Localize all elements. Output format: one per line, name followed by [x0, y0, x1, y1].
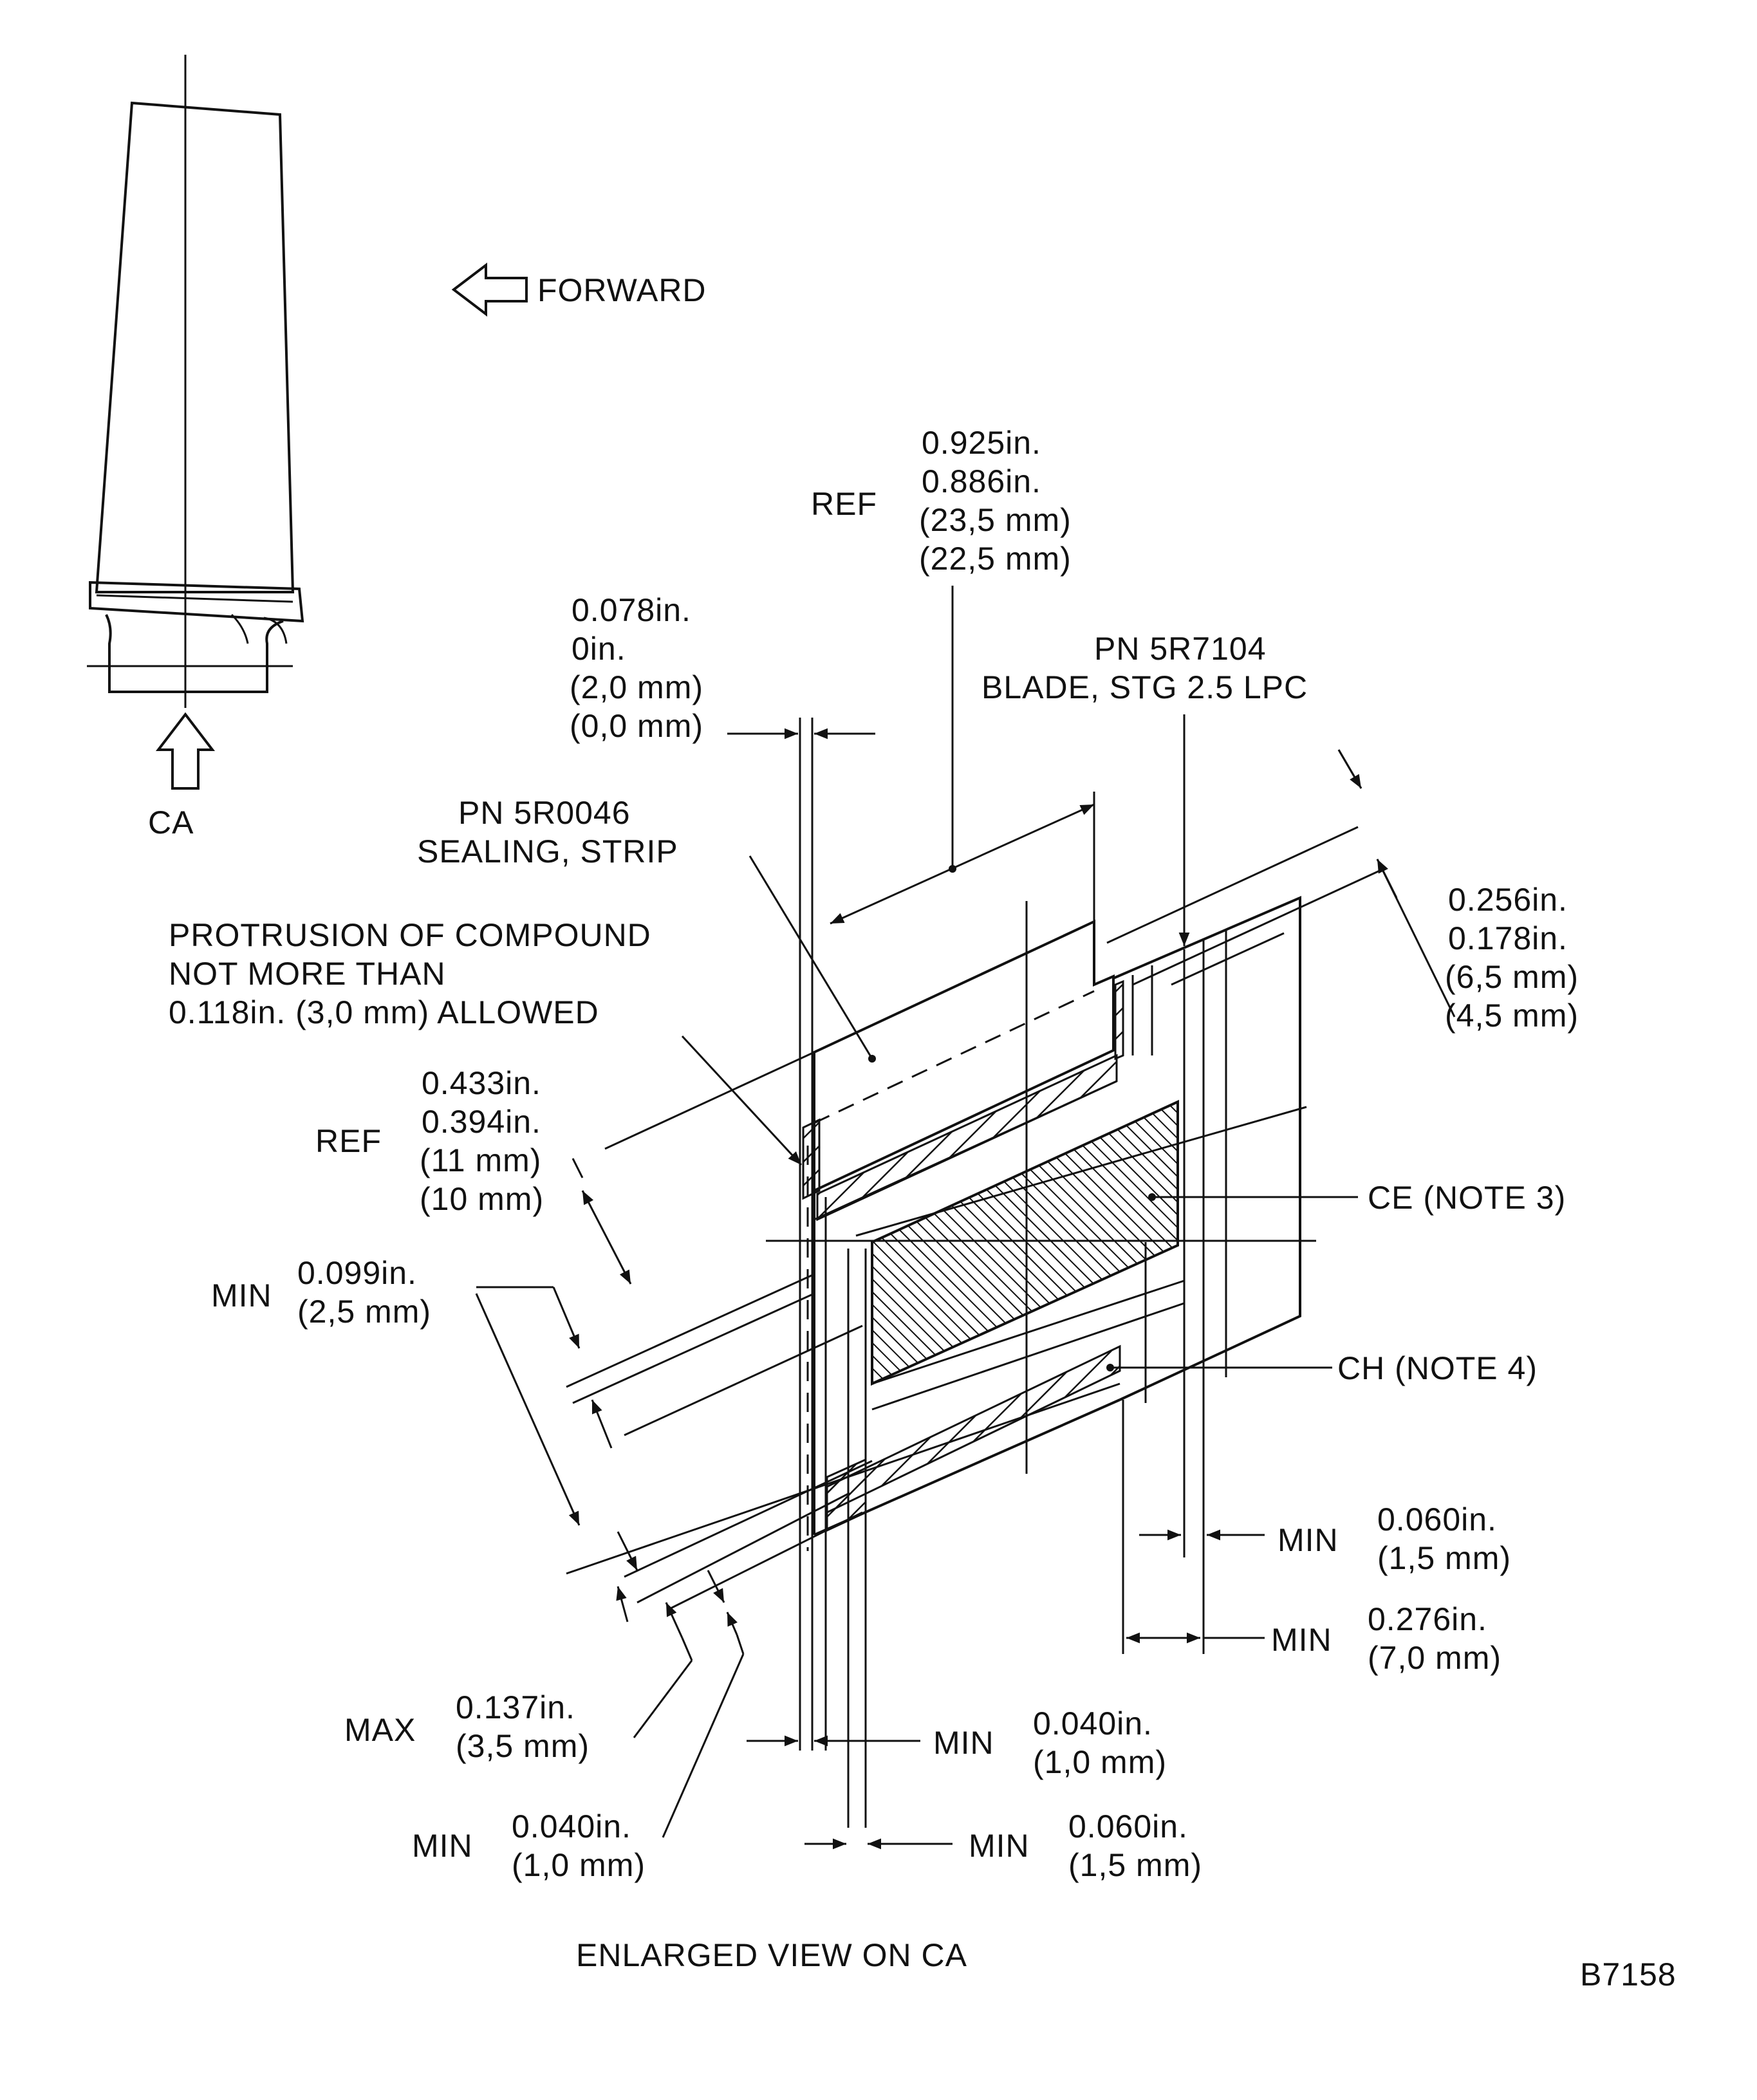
dim-0078: 0.078in. — [572, 592, 691, 628]
dim-0394: 0.394in. — [422, 1104, 541, 1140]
dim-0433: 0.433in. — [422, 1065, 541, 1101]
dim-11mm: (11 mm) — [420, 1142, 541, 1178]
dim-25mm: (2,5 mm) — [297, 1294, 431, 1330]
dim-00mm: (0,0 mm) — [570, 708, 703, 744]
ch-note-label: CH (NOTE 4) — [1337, 1350, 1538, 1386]
pn-blade-line1: PN 5R7104 — [1094, 631, 1267, 667]
dim-235mm: (23,5 mm) — [919, 502, 1072, 538]
min-0060b-prefix: MIN — [969, 1828, 1030, 1864]
text-labels: REF 0.925in. 0.886in. (23,5 mm) (22,5 mm… — [169, 425, 1677, 1993]
dim-0178: 0.178in. — [1448, 920, 1568, 956]
dim-0040a: 0.040in. — [1033, 1705, 1153, 1742]
dim-70mm: (7,0 mm) — [1368, 1640, 1501, 1676]
dimension-lines — [475, 586, 1456, 1850]
dim-45mm: (4,5 mm) — [1445, 998, 1579, 1034]
dim-65mm: (6,5 mm) — [1445, 959, 1579, 995]
min-0040a-prefix: MIN — [933, 1725, 994, 1761]
min-0276-prefix: MIN — [1271, 1622, 1332, 1658]
pn-strip-line2: SEALING, STRIP — [417, 833, 678, 869]
dim-10mm-b: (1,0 mm) — [512, 1847, 646, 1883]
figure-id: B7158 — [1580, 1956, 1677, 1993]
min-0040b-prefix: MIN — [412, 1828, 473, 1864]
pn-strip-line1: PN 5R0046 — [458, 795, 631, 831]
dim-0886: 0.886in. — [922, 463, 1041, 499]
dim-0060a: 0.060in. — [1377, 1501, 1497, 1538]
pn-blade-line2: BLADE, STG 2.5 LPC — [981, 669, 1308, 705]
dim-0256: 0.256in. — [1448, 882, 1568, 918]
max-0137-prefix: MAX — [344, 1712, 416, 1748]
dim-15mm-a: (1,5 mm) — [1377, 1540, 1511, 1576]
ref-top-label: REF — [811, 486, 877, 522]
forward-label: FORWARD — [537, 272, 707, 308]
dim-10mm-a: (1,0 mm) — [1033, 1744, 1167, 1780]
blade-silhouette — [87, 55, 304, 708]
left-arrow-outline-icon — [451, 262, 528, 317]
up-arrow-outline-icon — [155, 712, 216, 790]
dim-15mm-b: (1,5 mm) — [1068, 1847, 1202, 1883]
dim-0276: 0.276in. — [1368, 1601, 1487, 1637]
caption: ENLARGED VIEW ON CA — [576, 1937, 967, 1973]
enlarged-view-geometry — [566, 718, 1384, 1828]
min-0099-prefix: MIN — [211, 1278, 272, 1314]
ref-mid-label: REF — [315, 1123, 382, 1159]
ca-label: CA — [148, 804, 194, 841]
ce-note-label: CE (NOTE 3) — [1368, 1180, 1566, 1216]
min-0060a-prefix: MIN — [1278, 1522, 1339, 1558]
dim-10mm: (10 mm) — [420, 1181, 544, 1217]
dim-0040b: 0.040in. — [512, 1808, 631, 1844]
dim-35mm: (3,5 mm) — [456, 1728, 590, 1764]
protrusion-line3: 0.118in. (3,0 mm) ALLOWED — [169, 994, 599, 1030]
dim-0137: 0.137in. — [456, 1689, 575, 1725]
protrusion-line2: NOT MORE THAN — [169, 956, 446, 992]
dim-0925: 0.925in. — [922, 425, 1041, 461]
dim-0in: 0in. — [572, 631, 626, 667]
dim-20mm: (2,0 mm) — [570, 669, 703, 705]
dim-225mm: (22,5 mm) — [919, 541, 1072, 577]
dim-0099: 0.099in. — [297, 1255, 417, 1291]
dim-0060b: 0.060in. — [1068, 1808, 1188, 1844]
protrusion-line1: PROTRUSION OF COMPOUND — [169, 917, 651, 953]
